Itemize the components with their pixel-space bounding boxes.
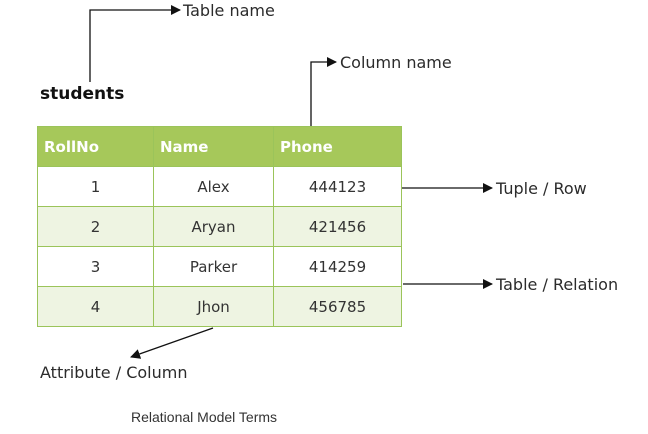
cell-phone: 456785 bbox=[273, 286, 402, 327]
column-name-arrow bbox=[310, 57, 337, 127]
cell-name: Aryan bbox=[153, 206, 274, 247]
column-header-rollno: RollNo bbox=[37, 126, 154, 167]
table-relation-label: Table / Relation bbox=[496, 275, 619, 294]
column-header-name: Name bbox=[153, 126, 274, 167]
students-table: RollNo Name Phone 1 Alex 444123 2 Aryan … bbox=[37, 126, 402, 327]
table-name-label: Table name bbox=[183, 1, 275, 20]
cell-name: Alex bbox=[153, 166, 274, 207]
table-row: 2 Aryan 421456 bbox=[37, 206, 402, 247]
table-row: 4 Jhon 456785 bbox=[37, 286, 402, 327]
column-name-label: Column name bbox=[340, 53, 452, 72]
table-row: 1 Alex 444123 bbox=[37, 166, 402, 207]
cell-phone: 444123 bbox=[273, 166, 402, 207]
table-title: students bbox=[40, 84, 125, 104]
cell-rollno: 1 bbox=[37, 166, 154, 207]
cell-rollno: 4 bbox=[37, 286, 154, 327]
table-row: 3 Parker 414259 bbox=[37, 246, 402, 287]
column-header-phone: Phone bbox=[273, 126, 402, 167]
attribute-column-arrow bbox=[130, 327, 214, 359]
tuple-row-label: Tuple / Row bbox=[496, 179, 587, 198]
cell-name: Jhon bbox=[153, 286, 274, 327]
cell-phone: 421456 bbox=[273, 206, 402, 247]
attribute-column-label: Attribute / Column bbox=[40, 363, 188, 382]
table-header-row: RollNo Name Phone bbox=[37, 126, 402, 167]
figure-caption: Relational Model Terms bbox=[131, 409, 278, 425]
cell-rollno: 3 bbox=[37, 246, 154, 287]
cell-name: Parker bbox=[153, 246, 274, 287]
cell-rollno: 2 bbox=[37, 206, 154, 247]
cell-phone: 414259 bbox=[273, 246, 402, 287]
table-name-arrow bbox=[89, 5, 181, 82]
